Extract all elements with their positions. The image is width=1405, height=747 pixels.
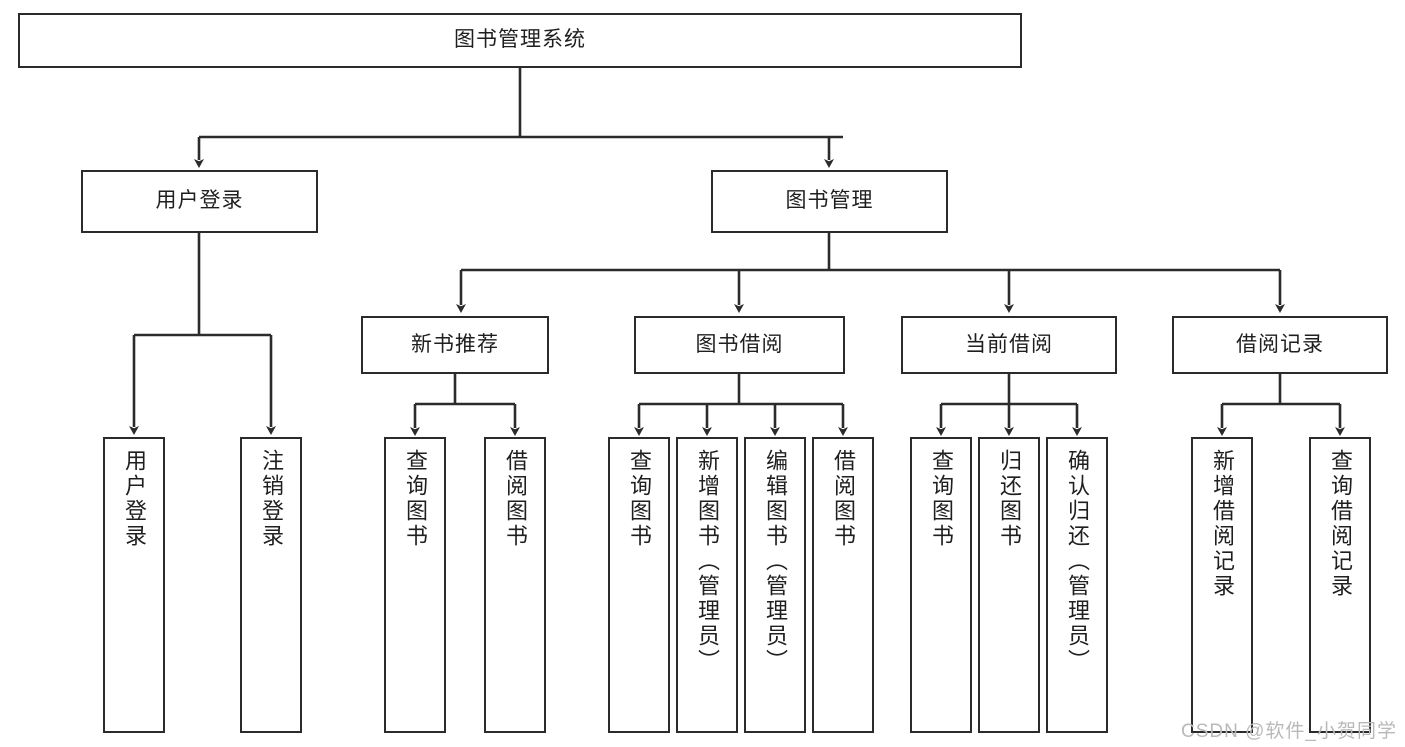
- node-leaf-query-book-1[interactable]: 查询图书: [384, 437, 446, 733]
- node-new-book-recommend[interactable]: 新书推荐: [361, 316, 549, 374]
- node-label: 新书推荐: [411, 332, 499, 356]
- node-label: 确认归还（管理员）: [1065, 449, 1090, 674]
- watermark-text: CSDN @软件_小贺同学: [1181, 721, 1397, 742]
- node-leaf-edit-book[interactable]: 编辑图书（管理员）: [744, 437, 806, 733]
- node-leaf-add-record[interactable]: 新增借阅记录: [1191, 437, 1253, 733]
- node-label: 新增图书（管理员）: [695, 449, 720, 674]
- node-label: 查询图书: [627, 449, 652, 549]
- node-leaf-confirm-return[interactable]: 确认归还（管理员）: [1046, 437, 1108, 733]
- node-label: 借阅图书: [831, 449, 856, 549]
- node-borrow-record[interactable]: 借阅记录: [1172, 316, 1388, 374]
- node-leaf-query-book-3[interactable]: 查询图书: [910, 437, 972, 733]
- node-book-manage[interactable]: 图书管理: [711, 170, 948, 233]
- node-leaf-borrow-book-1[interactable]: 借阅图书: [484, 437, 546, 733]
- node-label: 新增借阅记录: [1210, 449, 1235, 599]
- node-label: 当前借阅: [965, 332, 1053, 356]
- node-label: 图书借阅: [695, 332, 784, 356]
- node-leaf-query-book-2[interactable]: 查询图书: [608, 437, 670, 733]
- node-label: 用户登录: [122, 449, 147, 549]
- node-leaf-query-record[interactable]: 查询借阅记录: [1309, 437, 1371, 733]
- node-label: 查询图书: [403, 449, 428, 549]
- node-label: 图书管理系统: [454, 28, 586, 52]
- node-label: 编辑图书（管理员）: [763, 449, 788, 674]
- node-leaf-user-logout[interactable]: 注销登录: [240, 437, 302, 733]
- node-leaf-add-book[interactable]: 新增图书（管理员）: [676, 437, 738, 733]
- node-leaf-borrow-book-2[interactable]: 借阅图书: [812, 437, 874, 733]
- node-current-borrow[interactable]: 当前借阅: [901, 316, 1117, 374]
- node-user-login[interactable]: 用户登录: [81, 170, 318, 233]
- node-book-borrow[interactable]: 图书借阅: [634, 316, 845, 374]
- node-label: 借阅图书: [503, 449, 528, 549]
- node-label: 图书管理: [785, 189, 874, 213]
- node-label: 注销登录: [259, 449, 284, 549]
- node-label: 借阅记录: [1236, 332, 1324, 356]
- node-label: 用户登录: [155, 189, 244, 213]
- node-label: 查询借阅记录: [1328, 449, 1353, 599]
- node-leaf-user-login[interactable]: 用户登录: [103, 437, 165, 733]
- node-label: 归还图书: [997, 449, 1022, 549]
- node-label: 查询图书: [929, 449, 954, 549]
- node-leaf-return-book[interactable]: 归还图书: [978, 437, 1040, 733]
- node-root-system[interactable]: 图书管理系统: [18, 13, 1022, 68]
